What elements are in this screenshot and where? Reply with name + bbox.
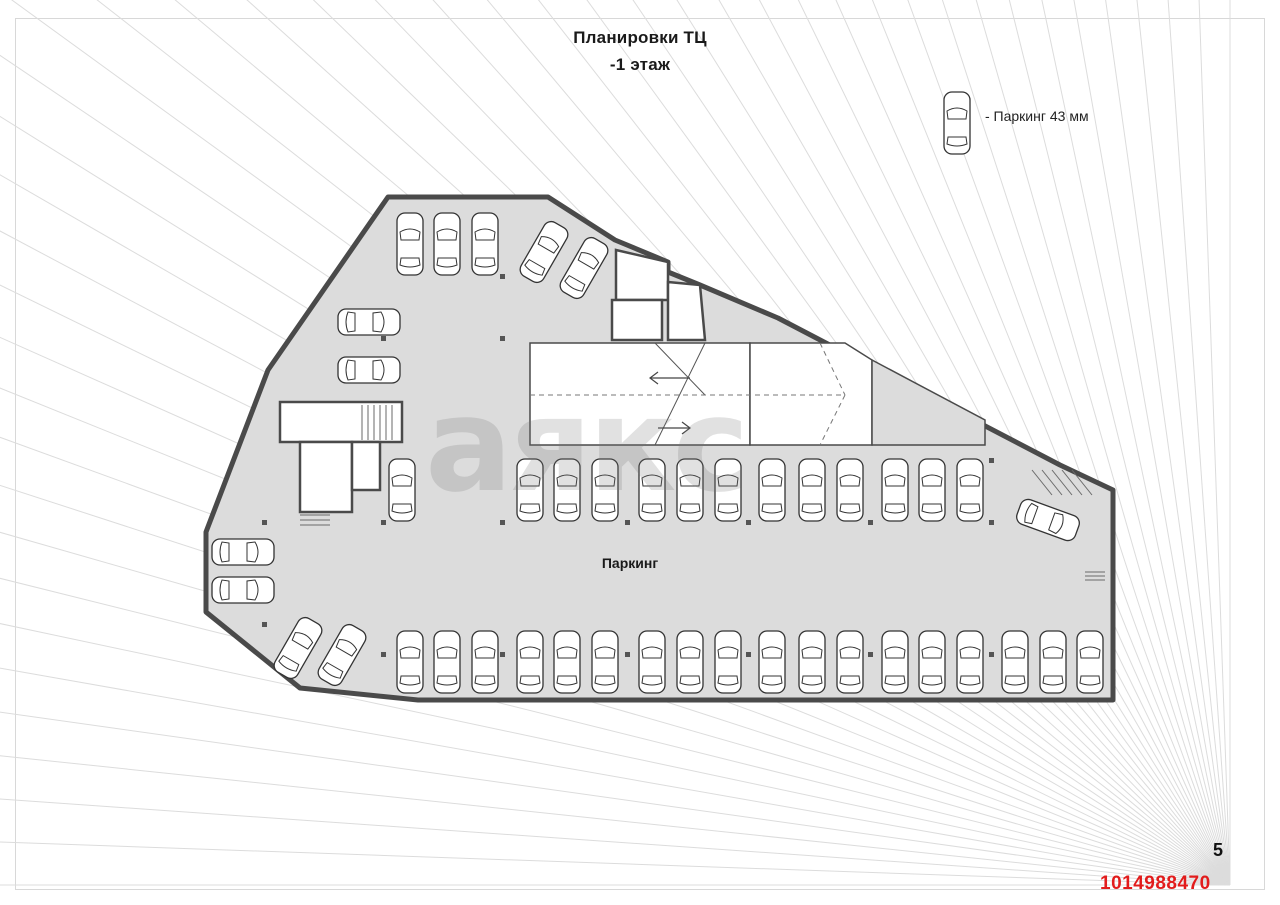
car-icon — [396, 212, 424, 276]
car-icon — [836, 458, 864, 522]
car-icon — [519, 220, 569, 284]
car-icon — [638, 630, 666, 694]
car-icon — [273, 616, 323, 680]
car-icon — [881, 630, 909, 694]
car-icon — [798, 458, 826, 522]
parking-spots — [211, 212, 1104, 694]
car-icon — [337, 356, 401, 384]
car-icon — [1076, 630, 1104, 694]
car-icon — [553, 630, 581, 694]
car-icon — [714, 458, 742, 522]
car-icon — [516, 458, 544, 522]
building-floor — [203, 194, 1116, 703]
car-icon — [211, 576, 275, 604]
title-line-1: Планировки ТЦ — [573, 28, 707, 47]
title-line-2: -1 этаж — [609, 55, 671, 74]
car-icon — [433, 630, 461, 694]
car-icon — [317, 623, 367, 687]
car-icon — [714, 630, 742, 694]
car-icon — [559, 236, 609, 300]
car-icon — [553, 458, 581, 522]
stair-icon — [300, 405, 1105, 581]
car-icon — [881, 458, 909, 522]
car-icon — [388, 458, 416, 522]
ramp-arrow-icon — [649, 371, 691, 435]
car-icon — [956, 630, 984, 694]
car-icon — [943, 91, 971, 155]
car-icon — [758, 630, 786, 694]
car-icon — [516, 630, 544, 694]
car-icon — [1001, 630, 1029, 694]
car-icon — [1016, 498, 1080, 542]
car-icon — [591, 458, 619, 522]
car-icon — [433, 212, 461, 276]
car-icon — [798, 630, 826, 694]
service-rooms — [278, 248, 707, 514]
car-icon — [836, 630, 864, 694]
listing-id: 1014988470 — [1100, 873, 1211, 894]
car-icon — [471, 630, 499, 694]
car-icon — [676, 458, 704, 522]
car-icon — [211, 538, 275, 566]
page-number: 5 — [1212, 840, 1223, 860]
ramp-area — [529, 342, 986, 446]
car-icon — [676, 630, 704, 694]
car-icon — [337, 308, 401, 336]
car-icon — [471, 212, 499, 276]
car-icon — [758, 458, 786, 522]
legend-label: - Паркинг 43 мм — [985, 108, 1089, 124]
car-icon — [1039, 630, 1067, 694]
legend-car-icon — [943, 91, 971, 155]
car-icon — [591, 630, 619, 694]
car-icon — [638, 458, 666, 522]
parking-area-label: Паркинг — [601, 555, 659, 571]
columns — [262, 274, 994, 657]
car-icon — [918, 458, 946, 522]
car-icon — [956, 458, 984, 522]
car-icon — [396, 630, 424, 694]
page-title: Планировки ТЦ -1 этаж — [540, 24, 740, 78]
watermark: аякс — [425, 369, 749, 521]
car-icon — [918, 630, 946, 694]
page-frame — [15, 18, 1265, 890]
